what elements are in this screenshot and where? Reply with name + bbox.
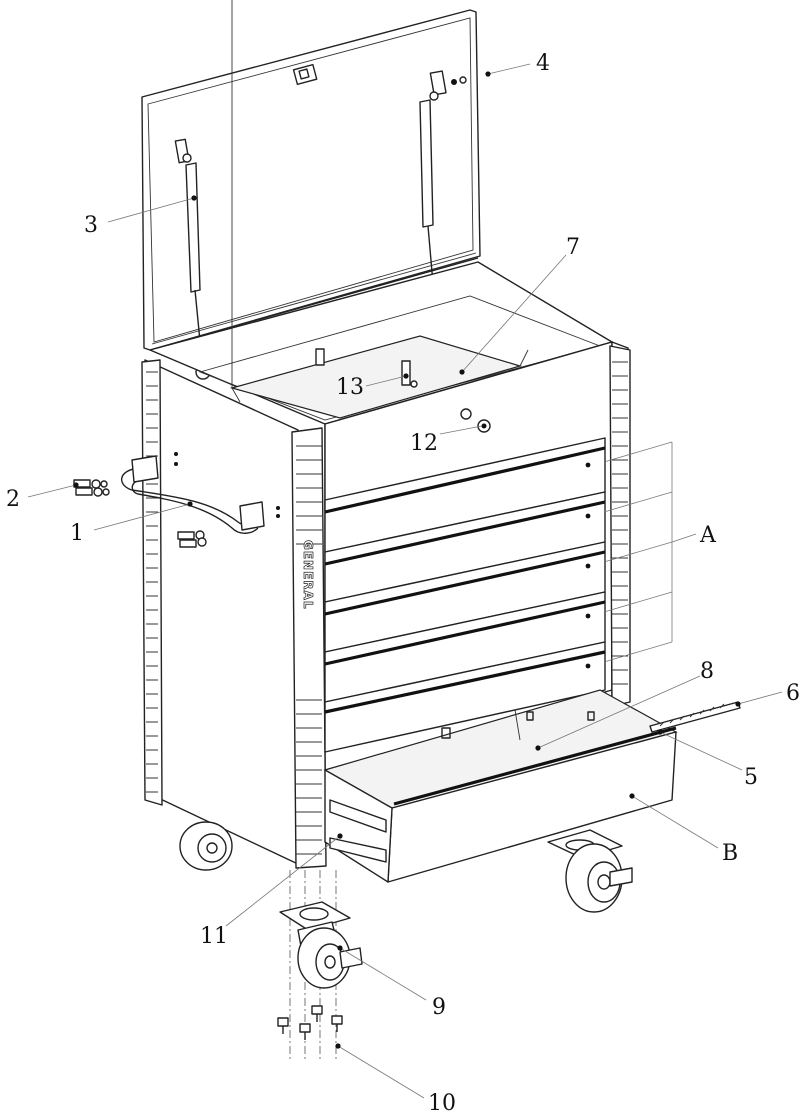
callout-2: 2 (6, 487, 20, 512)
lid (141, 9, 481, 351)
callout-8: 8 (700, 659, 714, 684)
corner-post-right (609, 345, 631, 707)
callout-a: A (699, 523, 717, 548)
callout-labels: 1 2 3 4 5 6 7 8 9 10 11 12 13 A B (6, 51, 800, 1116)
open-drawer (323, 689, 741, 883)
caster-exploded (277, 870, 363, 1060)
callout-10: 10 (428, 1091, 456, 1116)
callout-b: B (722, 841, 738, 866)
callout-12: 12 (410, 431, 438, 456)
callout-13: 13 (336, 375, 364, 400)
side-handle (121, 452, 280, 534)
callout-11: 11 (200, 924, 228, 949)
drawer-stack (324, 437, 606, 753)
callout-7: 7 (566, 235, 580, 260)
callout-3: 3 (84, 213, 98, 238)
caster-rear-left (179, 821, 233, 871)
callout-4: 4 (536, 51, 550, 76)
brand-label: GENERAL (301, 540, 315, 609)
corner-post-front: GENERAL (291, 427, 327, 869)
callout-6: 6 (786, 681, 800, 706)
caster-screws (277, 1005, 343, 1040)
lock-parts (460, 408, 491, 433)
callout-1: 1 (70, 521, 84, 546)
callout-5: 5 (744, 765, 758, 790)
handle-screws (73, 479, 207, 548)
caster-front-right (547, 829, 633, 913)
leader-lines (27, 63, 783, 1099)
callout-9: 9 (432, 995, 446, 1020)
corner-post-left (141, 359, 163, 806)
